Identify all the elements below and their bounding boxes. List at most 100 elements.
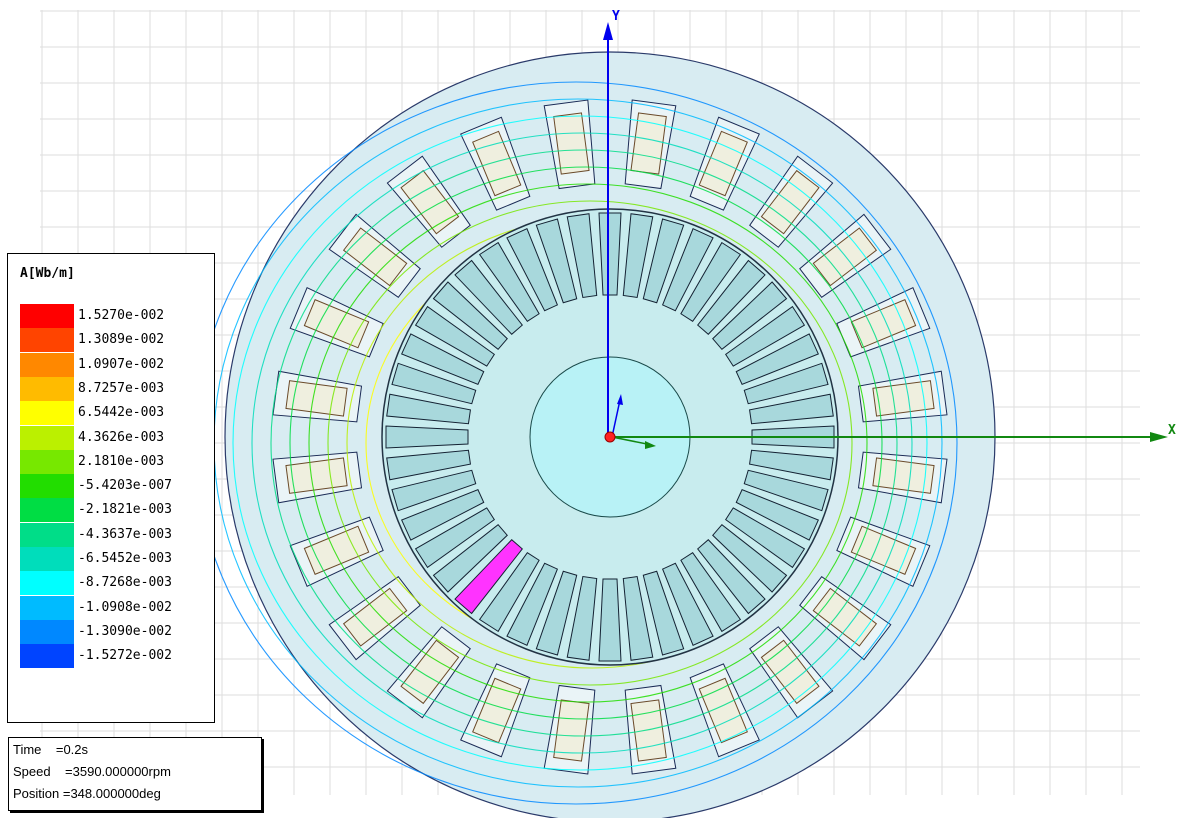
rotor-bar	[454, 259, 523, 335]
legend-swatch	[20, 547, 74, 571]
legend-entry: 6.5442e-003	[20, 401, 210, 426]
local-y-axis	[611, 399, 621, 438]
coordinate-axes: Y X	[603, 9, 1176, 449]
rotor-bars	[385, 212, 835, 662]
bar-shape	[535, 218, 578, 304]
rotor-bar	[432, 524, 508, 593]
bar-shape	[661, 562, 714, 647]
legend-swatch	[20, 619, 74, 644]
rotor-bar	[385, 425, 469, 449]
rotor-bar	[712, 281, 788, 350]
legend-entry: -1.0908e-002	[20, 595, 210, 620]
legend-swatch	[20, 328, 74, 353]
rotor-bar	[414, 305, 496, 367]
coil	[472, 677, 522, 744]
contour-line	[289, 166, 883, 720]
bar-shape	[414, 305, 496, 367]
bar-shape	[642, 570, 685, 656]
bar-shape	[661, 227, 714, 312]
legend-entry: 2.1810e-003	[20, 449, 210, 474]
rotor-bar	[724, 507, 806, 569]
legend-entry: -1.3090e-002	[20, 619, 210, 644]
origin-marker-icon	[604, 431, 616, 443]
bar-shape	[748, 449, 834, 481]
legend-value: -2.1821e-003	[78, 502, 172, 518]
legend-value: 1.3089e-002	[78, 332, 165, 348]
legend-value: -4.3637e-003	[78, 526, 172, 542]
bar-shape	[642, 218, 685, 304]
legend-swatch	[20, 644, 74, 669]
legend-swatch	[20, 401, 74, 426]
stator-slot	[799, 576, 892, 661]
rotor-bar-highlighted	[454, 539, 523, 615]
bar-shape	[598, 212, 622, 296]
stator-slot	[460, 663, 531, 758]
coil	[553, 112, 590, 175]
contour-line	[251, 132, 913, 754]
bar-shape	[386, 393, 472, 425]
legend-entry: -5.4203e-007	[20, 474, 210, 499]
bar-shape	[735, 488, 820, 541]
bar-shape	[712, 281, 788, 350]
bar-shape	[478, 551, 540, 633]
bar-shape	[386, 449, 472, 481]
legend-value: 6.5442e-003	[78, 405, 165, 421]
stator-slot	[289, 287, 384, 358]
stator-slot	[289, 516, 384, 587]
legend-value: 8.7257e-003	[78, 380, 165, 396]
legend-entry: -4.3637e-003	[20, 522, 210, 547]
legend-swatch	[20, 304, 74, 328]
rotor-bar	[622, 213, 654, 299]
contour-line	[270, 149, 898, 737]
rotor-bar	[712, 524, 788, 593]
legend-entry: 8.7257e-003	[20, 376, 210, 401]
coil	[872, 380, 935, 417]
legend-swatch	[20, 425, 74, 450]
bar-shape	[454, 259, 523, 335]
bar-shape	[743, 362, 829, 405]
stator-slot	[836, 516, 931, 587]
legend-entry: -6.5452e-003	[20, 547, 210, 571]
x-axis-label: X	[1168, 423, 1176, 438]
legend-value: -1.5272e-002	[78, 648, 172, 664]
bar-shape	[391, 362, 477, 405]
bar-shape	[622, 575, 654, 661]
bar-shape	[680, 241, 742, 323]
rotor-bar	[642, 570, 685, 656]
bar-shape	[535, 570, 578, 656]
legend-value: -5.4203e-007	[78, 478, 172, 494]
rotor-bar	[414, 507, 496, 569]
rotor-bar	[478, 241, 540, 323]
local-x-arrow-icon	[645, 441, 656, 449]
rotor-bar	[697, 259, 766, 335]
rotor-bar	[743, 362, 829, 405]
legend-value: 1.5270e-002	[78, 308, 165, 323]
rotor-bar	[661, 227, 714, 312]
legend-swatch	[20, 449, 74, 474]
legend-swatch	[20, 571, 74, 596]
legend-entry: 4.3626e-003	[20, 425, 210, 450]
rotor-bar	[735, 333, 820, 386]
local-y-arrow-icon	[617, 394, 623, 405]
rotor-bar	[622, 575, 654, 661]
legend-entry: -2.1821e-003	[20, 498, 210, 523]
simulation-info-box: Time =0.2s Speed =3590.000000rpm Positio…	[8, 737, 262, 811]
rotor-bar	[386, 393, 472, 425]
rotor-bar	[680, 241, 742, 323]
rotor-bar	[432, 281, 508, 350]
bar-shape	[506, 227, 559, 312]
rotor-bar	[400, 488, 485, 541]
bar-shape	[400, 333, 485, 386]
bar-shape	[566, 213, 598, 299]
legend-value: -8.7268e-003	[78, 575, 172, 591]
y-axis-label: Y	[612, 9, 620, 24]
legend-value: -6.5452e-003	[78, 551, 172, 566]
rotor-bar	[598, 578, 622, 662]
bar-shape	[712, 524, 788, 593]
legend-value: 2.1810e-003	[78, 453, 165, 469]
legend-value: -1.3090e-002	[78, 623, 172, 639]
y-axis-arrow-icon	[603, 22, 613, 40]
rotor-bar	[697, 539, 766, 615]
coil	[698, 677, 748, 744]
